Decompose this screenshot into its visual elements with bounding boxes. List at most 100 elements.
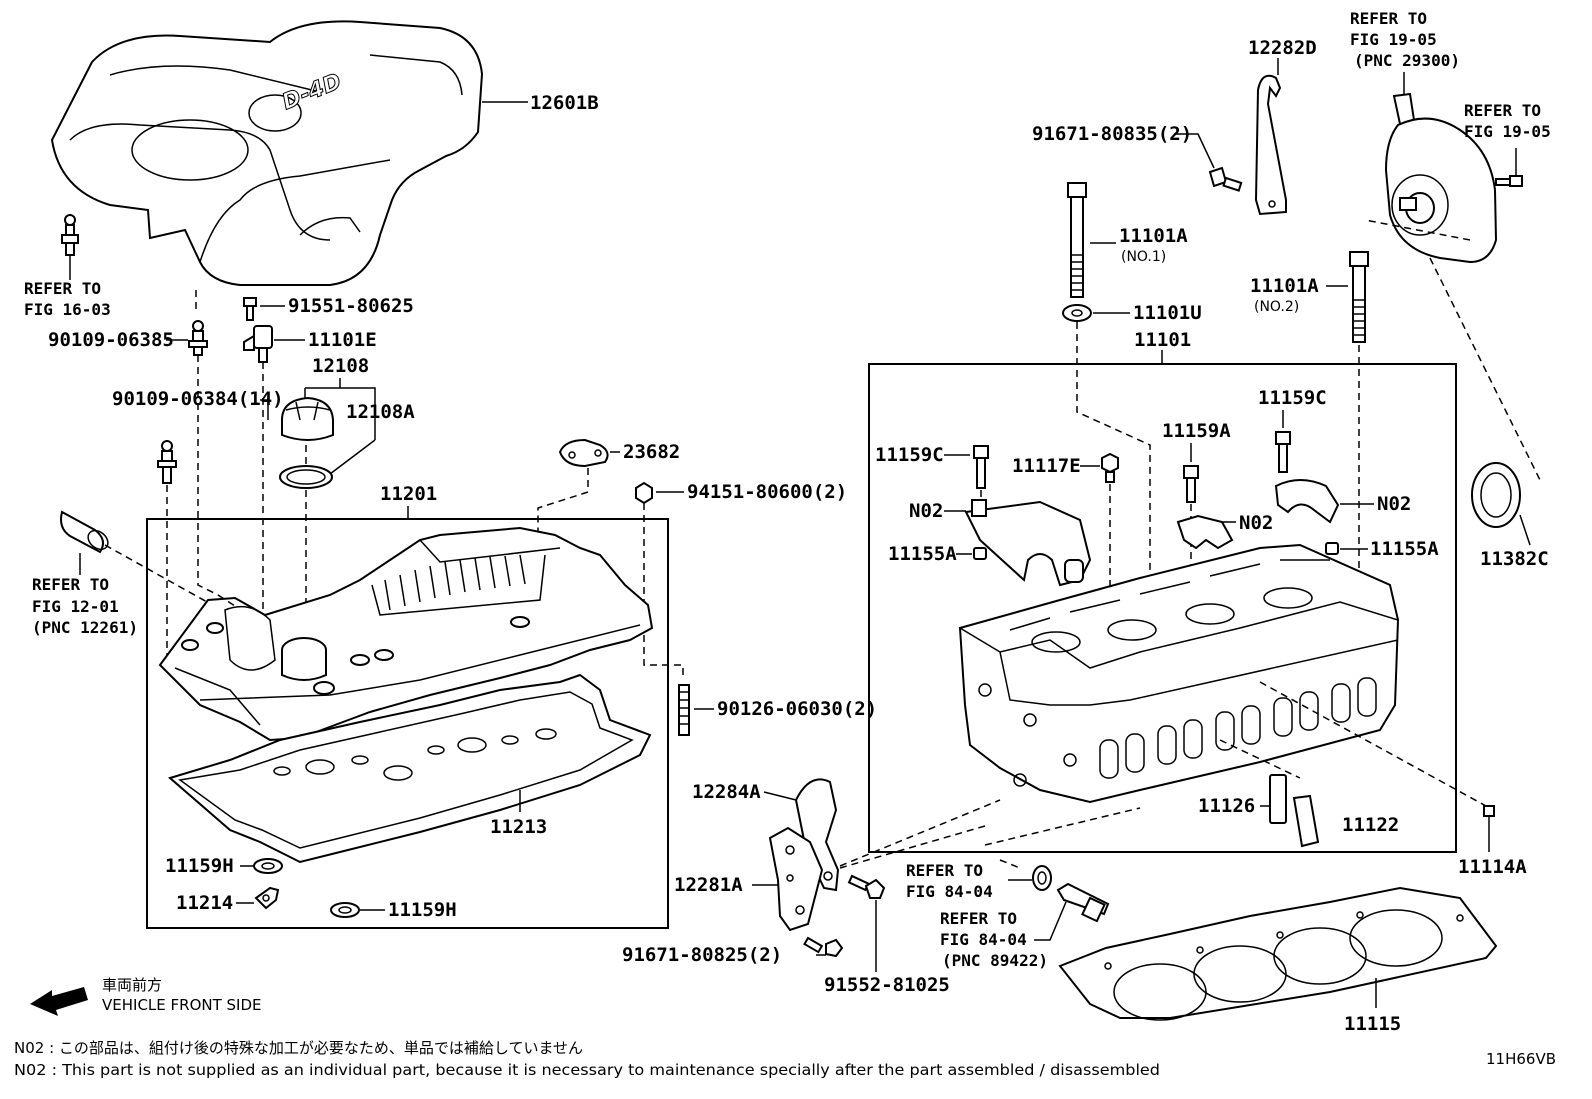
label-11382C[interactable]: 11382C [1480,548,1549,570]
label-12601B[interactable]: 12601B [530,92,599,114]
cover-stud[interactable] [61,214,79,256]
label-11159C-b[interactable]: 11159C [1258,387,1327,409]
bracket-11214[interactable] [254,886,280,910]
head-gasket[interactable] [1058,886,1498,1021]
hanger-12282D[interactable] [1254,74,1287,216]
nut-94151-80600[interactable] [635,481,653,505]
sensor-11101E[interactable] [243,325,273,363]
label-11155A-b[interactable]: 11155A [1370,538,1439,560]
label-N02-c[interactable]: N02 [1377,493,1411,515]
washer-11101U[interactable] [1062,304,1092,322]
plug-11117E[interactable] [1101,452,1119,483]
bolt-11159C-b[interactable] [1275,431,1291,473]
bearing-cap-left[interactable] [964,499,1092,587]
label-N02-b[interactable]: N02 [1239,512,1273,534]
label-11101E[interactable]: 11101E [308,329,377,351]
refer-fig-19-05a-line3: (PNC 29300) [1354,51,1460,70]
hanger-12281A[interactable] [768,826,824,932]
cylinder-head[interactable] [958,543,1400,804]
dowel-11155A-b[interactable] [1325,542,1339,555]
temperature-sensor[interactable] [1056,882,1110,923]
label-12108A[interactable]: 12108A [346,401,415,423]
label-12284A[interactable]: 12284A [692,781,761,803]
stud-90126-06030[interactable] [678,684,690,736]
label-11159H-a[interactable]: 11159H [165,855,234,877]
stud-90109-06384[interactable] [157,440,177,484]
label-11101A-no1[interactable]: 11101A [1119,225,1188,247]
cylinder-head-cover[interactable] [158,526,654,742]
bolt-11101A-no1[interactable] [1067,182,1087,298]
vehicle-front-en: VEHICLE FRONT SIDE [102,996,262,1014]
bearing-cap-mid[interactable] [1176,514,1234,550]
gasket-23682[interactable] [558,438,609,468]
label-23682[interactable]: 23682 [623,441,680,463]
washer-fig-84-04[interactable] [1032,865,1052,891]
label-11101A-no2[interactable]: 11101A [1250,275,1319,297]
vacuum-pump[interactable] [1384,92,1498,264]
label-11201[interactable]: 11201 [380,483,437,505]
label-11155A-a[interactable]: 11155A [888,543,957,565]
label-11213[interactable]: 11213 [490,816,547,838]
pcv-hose[interactable] [60,510,112,554]
footnote-jp: N02 : この部品は、組付け後の特殊な加工が必要なため、単品では補給していませ… [14,1039,583,1057]
hanger-12284A[interactable] [794,778,840,892]
guide-11126[interactable] [1269,774,1287,824]
label-12282D[interactable]: 12282D [1248,37,1317,59]
label-12281A[interactable]: 12281A [674,874,743,896]
refer-fig-84-04b-line3: (PNC 89422) [942,951,1048,970]
label-11101A-no1-sub: (NO.1) [1121,249,1166,265]
label-12108[interactable]: 12108 [312,355,369,377]
label-91671-80825[interactable]: 91671-80825(2) [622,944,782,966]
bolt-91552-81025[interactable] [847,874,886,899]
bolt-11159A[interactable] [1183,465,1199,503]
label-90109-06384[interactable]: 90109-06384(14) [112,388,284,410]
label-11159C-a[interactable]: 11159C [875,444,944,466]
label-11114A[interactable]: 11114A [1458,856,1527,878]
label-11101[interactable]: 11101 [1134,329,1191,351]
refer-fig-16-03-line2: FIG 16-03 [24,300,111,319]
oil-filler-cap[interactable] [281,396,334,441]
label-11159H-b[interactable]: 11159H [388,899,457,921]
engine-cover[interactable]: D-4D [50,20,484,286]
bolt-11101A-no2[interactable] [1349,251,1369,343]
bearing-cap-right[interactable] [1274,479,1340,524]
bolt-91671-80835[interactable] [1208,166,1243,192]
vacuum-pump-bolt[interactable] [1495,175,1523,187]
dowel-11155A-a[interactable] [973,547,987,560]
label-91552-81025[interactable]: 91552-81025 [824,974,950,996]
label-90109-06385[interactable]: 90109-06385 [48,329,174,351]
label-11117E[interactable]: 11117E [1012,455,1081,477]
stud-90109-06385[interactable] [188,320,208,356]
label-11101U[interactable]: 11101U [1133,302,1202,324]
bolt-11159C-a[interactable] [973,445,989,489]
label-11101A-no2-sub: (NO.2) [1254,299,1299,315]
label-11122[interactable]: 11122 [1342,814,1399,836]
footnote-en: N02 : This part is not supplied as an in… [14,1061,1160,1079]
gasket-11159H-b[interactable] [330,902,360,918]
label-90126-06030[interactable]: 90126-06030(2) [717,698,877,720]
label-11115[interactable]: 11115 [1344,1013,1401,1035]
cap-gasket[interactable] [279,465,333,489]
refer-fig-84-04b-line1: REFER TO [940,909,1017,928]
refer-fig-12-01-line1: REFER TO [32,575,109,594]
figure-code: 11H66VB [1486,1050,1556,1068]
label-11159A[interactable]: 11159A [1162,420,1231,442]
oil-seal-11382C[interactable] [1471,462,1521,528]
guide-11122[interactable] [1292,794,1320,848]
label-11214[interactable]: 11214 [176,892,233,914]
label-11126[interactable]: 11126 [1198,795,1255,817]
label-91551-80625[interactable]: 91551-80625 [288,295,414,317]
bolt-91551-80625[interactable] [243,297,257,321]
label-94151-80600[interactable]: 94151-80600(2) [687,481,847,503]
refer-fig-19-05b-line2: FIG 19-05 [1464,122,1551,141]
refer-fig-16-03-line1: REFER TO [24,279,101,298]
bolt-91671-80825[interactable] [803,936,844,958]
refer-fig-19-05a-line1: REFER TO [1350,9,1427,28]
label-N02-a[interactable]: N02 [909,500,943,522]
plug-11114A[interactable] [1483,805,1495,817]
gasket-11159H-a[interactable] [253,858,283,874]
cover-gasket[interactable] [167,673,652,864]
refer-fig-19-05b-line1: REFER TO [1464,101,1541,120]
refer-fig-84-04b-line2: FIG 84-04 [940,930,1027,949]
label-91671-80835[interactable]: 91671-80835(2) [1032,123,1192,145]
